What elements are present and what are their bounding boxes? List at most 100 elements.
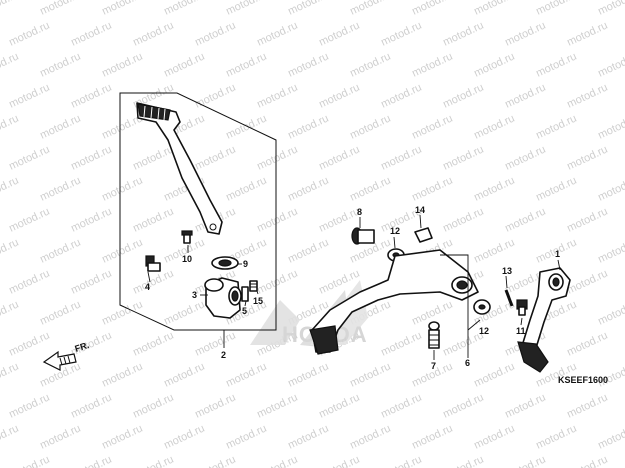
watermark-text: motod.ru <box>317 143 361 172</box>
watermark-text: motod.ru <box>69 143 113 172</box>
callout-11: 11 <box>516 326 526 336</box>
callout-13: 13 <box>502 266 512 276</box>
watermark-text: motod.ru <box>0 360 21 389</box>
watermark-text: motod.ru <box>534 174 578 203</box>
watermark-text: motod.ru <box>565 329 609 358</box>
watermark-text: motod.ru <box>7 267 51 296</box>
watermark-text: motod.ru <box>317 81 361 110</box>
watermark-text: motod.ru <box>286 174 330 203</box>
watermark-text: motod.ru <box>348 0 392 18</box>
watermark-text: motod.ru <box>69 453 113 468</box>
watermark-text: motod.ru <box>255 19 299 48</box>
callout-10: 10 <box>182 254 192 264</box>
watermark-text: motod.ru <box>255 143 299 172</box>
watermark-text: motod.ru <box>348 360 392 389</box>
watermark-text: motod.ru <box>7 205 51 234</box>
watermark-text: motod.ru <box>472 112 516 141</box>
watermark-text: motod.ru <box>38 112 82 141</box>
watermark-text: motod.ru <box>410 50 454 79</box>
watermark-text: motod.ru <box>348 174 392 203</box>
watermark-text: motod.ru <box>224 50 268 79</box>
watermark-text: motod.ru <box>100 360 144 389</box>
watermark-text: motod.ru <box>596 174 625 203</box>
watermark-text: motod.ru <box>38 0 82 18</box>
watermark-text: motod.ru <box>503 19 547 48</box>
watermark-text: motod.ru <box>38 298 82 327</box>
watermark-text: motod.ru <box>410 0 454 18</box>
watermark-text: motod.ru <box>441 453 485 468</box>
watermark-text: motod.ru <box>472 422 516 451</box>
watermark-text: motod.ru <box>38 236 82 265</box>
watermark-text: motod.ru <box>472 50 516 79</box>
watermark-text: motod.ru <box>534 422 578 451</box>
watermark-text: motod.ru <box>131 453 175 468</box>
watermark-text: motod.ru <box>100 50 144 79</box>
callout-7: 7 <box>431 361 436 371</box>
watermark-text: motod.ru <box>472 0 516 18</box>
watermark-text: motod.ru <box>565 19 609 48</box>
callout-1: 1 <box>555 249 560 259</box>
watermark-text: motod.ru <box>69 81 113 110</box>
watermark-text: motod.ru <box>7 391 51 420</box>
watermark-text: motod.ru <box>162 0 206 18</box>
watermark-text: motod.ru <box>596 0 625 18</box>
watermark-text: motod.ru <box>69 205 113 234</box>
watermark-text: motod.ru <box>131 205 175 234</box>
watermark-text: motod.ru <box>286 236 330 265</box>
watermark-text: motod.ru <box>7 143 51 172</box>
watermark-text: motod.ru <box>472 174 516 203</box>
watermark-text: motod.ru <box>131 329 175 358</box>
bolt-part-4 <box>145 255 161 272</box>
bolt-part-5 <box>241 286 249 302</box>
callout-9: 9 <box>243 259 248 269</box>
watermark-text: motod.ru <box>7 19 51 48</box>
seal-part-9 <box>211 256 239 270</box>
watermark-text: motod.ru <box>162 50 206 79</box>
watermark-text: motod.ru <box>255 391 299 420</box>
watermark-text: motod.ru <box>503 453 547 468</box>
watermark-text: motod.ru <box>131 267 175 296</box>
watermark-text: motod.ru <box>317 391 361 420</box>
watermark-text: motod.ru <box>224 360 268 389</box>
watermark-text: motod.ru <box>224 422 268 451</box>
watermark-text: motod.ru <box>38 50 82 79</box>
callout-labels: 1 2 3 4 5 6 7 8 9 10 11 12 12 13 14 15 <box>145 205 560 371</box>
watermark-text: motod.ru <box>69 391 113 420</box>
spring-part-7 <box>428 321 440 349</box>
watermark-text: motod.ru <box>286 50 330 79</box>
watermark-text: motod.ru <box>7 329 51 358</box>
watermark-text: motod.ru <box>441 391 485 420</box>
watermark-text: motod.ru <box>255 205 299 234</box>
watermark-text: motod.ru <box>224 0 268 18</box>
callout-8: 8 <box>357 207 362 217</box>
watermark-text: motod.ru <box>100 236 144 265</box>
watermark-text: motod.ru <box>441 143 485 172</box>
callout-4: 4 <box>145 282 150 292</box>
watermark-text: motod.ru <box>565 391 609 420</box>
watermark-text: motod.ru <box>317 453 361 468</box>
watermark-text: motod.ru <box>379 391 423 420</box>
watermark-text: motod.ru <box>0 50 21 79</box>
callout-12-lower: 12 <box>479 326 489 336</box>
watermark-text: motod.ru <box>255 267 299 296</box>
watermark-text: motod.ru <box>0 236 21 265</box>
watermark-text: motod.ru <box>503 81 547 110</box>
pin-part-13 <box>504 289 514 307</box>
brake-pedal-part-6 <box>309 249 479 355</box>
watermark-text: motod.ru <box>0 112 21 141</box>
spring-part-15 <box>249 280 258 292</box>
pivot-bolt-part-8 <box>351 227 375 245</box>
watermark-text: motod.ru <box>38 422 82 451</box>
watermark-text: motod.ru <box>286 112 330 141</box>
watermark-text: motod.ru <box>162 422 206 451</box>
watermark-text: motod.ru <box>7 81 51 110</box>
watermark-text: motod.ru <box>162 360 206 389</box>
watermark-text: motod.ru <box>286 0 330 18</box>
watermark-text: motod.ru <box>224 174 268 203</box>
watermark-text: motod.ru <box>69 19 113 48</box>
watermark-text: motod.ru <box>193 19 237 48</box>
watermark-text: motod.ru <box>565 143 609 172</box>
watermark-text: motod.ru <box>255 453 299 468</box>
